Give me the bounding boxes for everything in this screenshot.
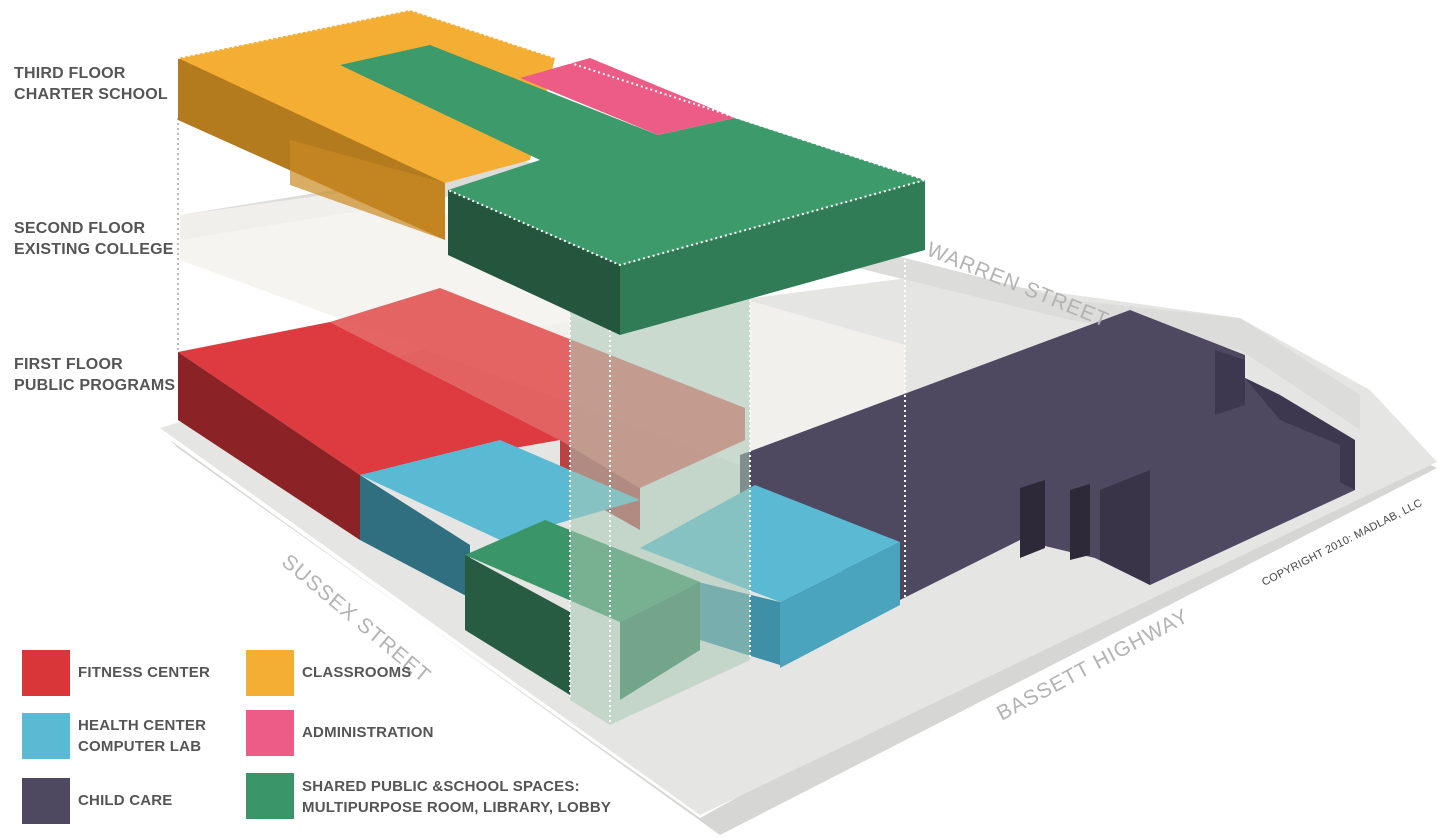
legend-label-childcare: CHILD CARE xyxy=(78,792,173,809)
third-floor-shared-block xyxy=(177,8,929,335)
legend-swatch-fitness xyxy=(22,650,70,696)
legend-label-administration: ADMINISTRATION xyxy=(302,724,434,741)
legend-swatch-administration xyxy=(246,710,294,756)
legend-swatch-health xyxy=(22,713,70,759)
legend-label-health: HEALTH CENTER COMPUTER LAB xyxy=(78,717,207,755)
legend-swatch-childcare xyxy=(22,778,70,824)
legend-label-shared: SHARED PUBLIC &SCHOOL SPACES: MULTIPURPO… xyxy=(302,778,612,816)
legend-label-classrooms: CLASSROOMS xyxy=(302,664,412,681)
administration-block xyxy=(520,58,735,135)
first-floor-label: FIRST FLOOR PUBLIC PROGRAMS xyxy=(14,356,176,394)
legend-swatch-shared xyxy=(246,773,294,819)
legend-label-fitness: FITNESS CENTER xyxy=(78,664,210,681)
child-care-block xyxy=(740,310,1355,600)
classrooms-block xyxy=(178,10,555,240)
second-floor-label: SECOND FLOOR EXISTING COLLEGE xyxy=(14,220,174,258)
legend-swatch-classrooms xyxy=(246,650,294,696)
third-floor-label: THIRD FLOOR CHARTER SCHOOL xyxy=(14,65,168,103)
lobby-glass-shaft xyxy=(177,118,906,725)
